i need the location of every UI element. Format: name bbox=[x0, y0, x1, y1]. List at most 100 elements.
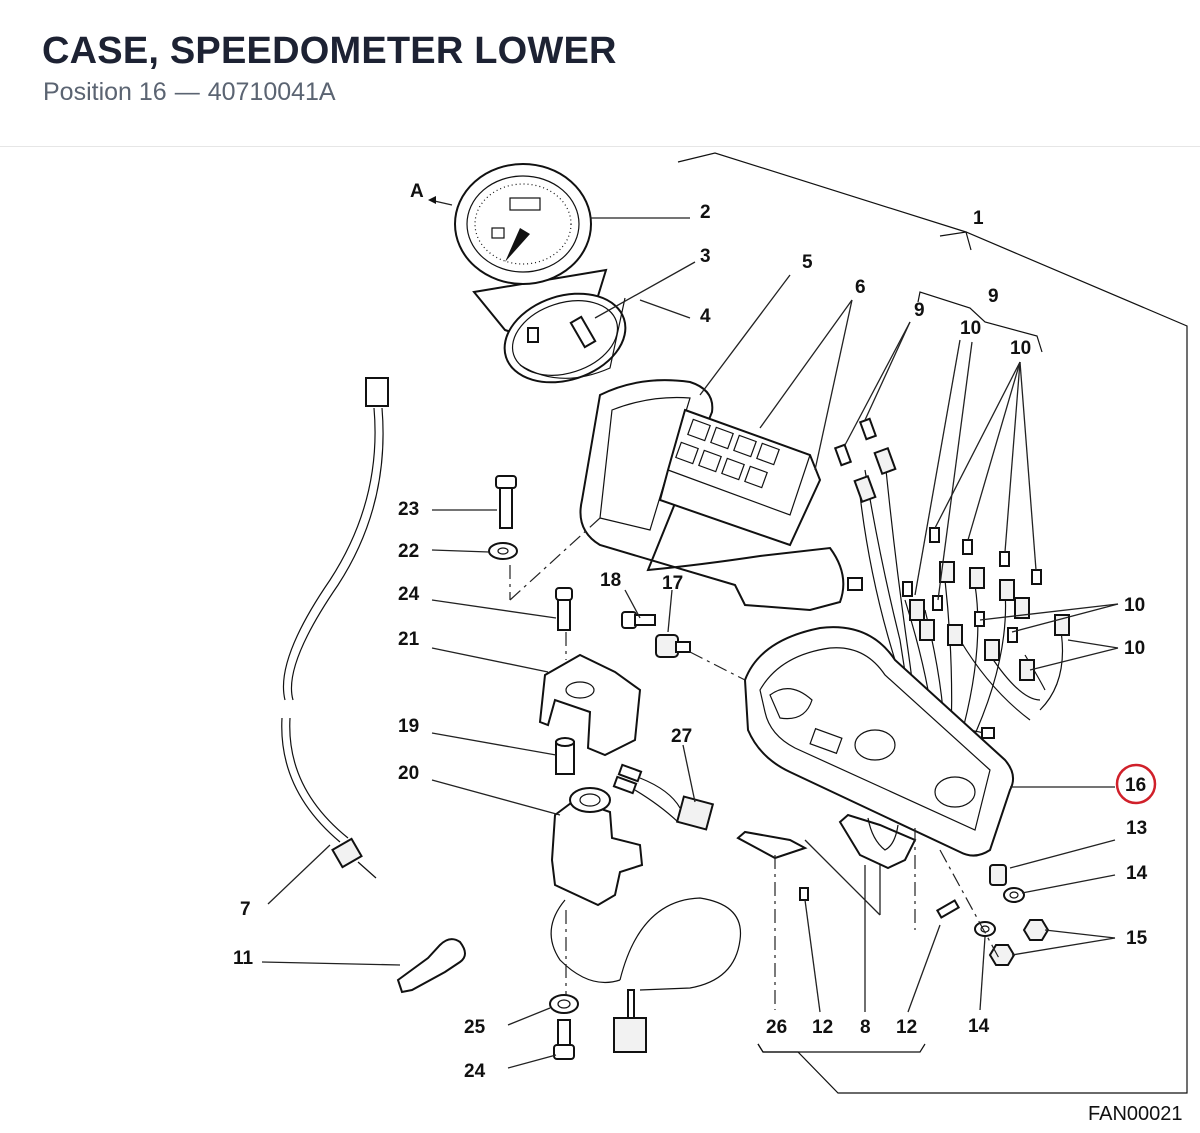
screw-18-and-bushing-17 bbox=[621, 611, 691, 658]
leader-line bbox=[1011, 937, 1116, 956]
leader-line bbox=[814, 299, 853, 471]
callout-12b: 12 bbox=[896, 1017, 917, 1038]
screw-24-bottom-and-washer-25 bbox=[549, 994, 579, 1060]
arrow-head-icon bbox=[428, 196, 436, 204]
ignition-key bbox=[396, 938, 466, 994]
leader-line bbox=[1021, 874, 1116, 894]
leader-line bbox=[1029, 647, 1119, 671]
leader-line bbox=[979, 603, 1119, 621]
callout-12a: 12 bbox=[812, 1017, 833, 1038]
screw-23 bbox=[488, 475, 518, 560]
callout-6: 6 bbox=[855, 277, 866, 298]
callout-25: 25 bbox=[464, 1017, 486, 1038]
diagram-code: FAN00021 bbox=[1088, 1103, 1183, 1125]
callout-5: 5 bbox=[802, 252, 813, 273]
warning-light-panel bbox=[658, 408, 822, 547]
leader-line bbox=[1044, 929, 1116, 939]
fasteners-right bbox=[974, 864, 1050, 966]
leader-line bbox=[682, 744, 696, 803]
dash-line bbox=[689, 651, 746, 681]
leader-line bbox=[1009, 839, 1116, 869]
subtitle-separator: — bbox=[174, 78, 200, 106]
callout-15: 15 bbox=[1126, 928, 1148, 949]
callout-22: 22 bbox=[398, 541, 419, 562]
leader-line bbox=[431, 732, 557, 756]
leader-line bbox=[431, 549, 490, 553]
leader-line bbox=[1004, 361, 1021, 553]
leader-line bbox=[1011, 603, 1119, 633]
speedometer-cable bbox=[281, 377, 389, 879]
callout-10b: 10 bbox=[1010, 338, 1031, 359]
leader-line bbox=[699, 274, 791, 396]
leader-line bbox=[937, 341, 973, 601]
callout-24a: 24 bbox=[398, 584, 420, 605]
view-marker-a: A bbox=[410, 181, 424, 202]
lower-case bbox=[743, 626, 1015, 857]
callout-18: 18 bbox=[600, 570, 621, 591]
callout-10c: 10 bbox=[1124, 595, 1145, 616]
leader-line bbox=[804, 839, 881, 916]
callout-8: 8 bbox=[860, 1017, 871, 1038]
callout-19: 19 bbox=[398, 716, 419, 737]
leader-line bbox=[1019, 361, 1037, 571]
leader-line bbox=[844, 321, 911, 446]
callout-26: 26 bbox=[766, 1017, 787, 1038]
callout-2: 2 bbox=[700, 202, 711, 223]
screw-24-top bbox=[555, 587, 573, 631]
connector-27 bbox=[612, 763, 715, 831]
callout-16: 16 bbox=[1125, 775, 1146, 796]
callout-9a: 9 bbox=[914, 300, 925, 321]
callout-4: 4 bbox=[700, 306, 711, 327]
leader-line bbox=[667, 589, 673, 633]
callout-9b: 9 bbox=[988, 286, 999, 307]
ignition-switch-20 bbox=[550, 787, 742, 1053]
callout-23: 23 bbox=[398, 499, 419, 520]
leader-line bbox=[1067, 639, 1119, 649]
callout-10d: 10 bbox=[1124, 638, 1145, 659]
leader-line bbox=[639, 299, 691, 319]
callout-7: 7 bbox=[240, 899, 251, 920]
callout-11: 11 bbox=[233, 948, 254, 969]
leader-line bbox=[804, 899, 821, 1013]
leader-line bbox=[507, 1007, 551, 1026]
highlighted-callout-ring bbox=[1115, 763, 1157, 805]
callout-27: 27 bbox=[671, 726, 692, 747]
position-label: Position 16 bbox=[43, 78, 167, 106]
leader-line bbox=[261, 961, 401, 966]
callout-10a: 10 bbox=[960, 318, 981, 339]
callout-20: 20 bbox=[398, 763, 419, 784]
dash-line bbox=[509, 517, 601, 601]
mount-bracket-21 bbox=[538, 653, 642, 757]
page-header: CASE, SPEEDOMETER LOWER Position 16—4071… bbox=[0, 0, 1200, 147]
leader-line bbox=[431, 599, 557, 619]
spacer-19 bbox=[555, 737, 575, 775]
leader-line bbox=[934, 361, 1021, 529]
callout-3: 3 bbox=[700, 246, 711, 267]
page-subtitle: Position 16—40710041A bbox=[43, 78, 336, 107]
callout-24b: 24 bbox=[464, 1061, 486, 1082]
leader-line bbox=[907, 924, 941, 1013]
bracket-assembly bbox=[736, 813, 961, 919]
speedometer-gauge bbox=[454, 163, 627, 384]
callout-13: 13 bbox=[1126, 818, 1147, 839]
callout-14a: 14 bbox=[1126, 863, 1148, 884]
leader-line bbox=[967, 361, 1021, 541]
callout-17: 17 bbox=[662, 573, 683, 594]
leader-line bbox=[759, 299, 853, 429]
leader-line bbox=[431, 779, 561, 816]
callout-1: 1 bbox=[973, 208, 984, 229]
leader-line bbox=[914, 339, 961, 596]
callout-14b: 14 bbox=[968, 1016, 990, 1037]
part-number: 40710041A bbox=[207, 78, 336, 106]
dash-line bbox=[939, 849, 1001, 961]
assembly-outline bbox=[677, 152, 1188, 1094]
page-title: CASE, SPEEDOMETER LOWER bbox=[42, 30, 617, 72]
leader-line bbox=[431, 647, 549, 673]
leader-line bbox=[864, 321, 911, 421]
leader-line bbox=[979, 936, 986, 1011]
leader-line bbox=[624, 589, 641, 619]
leader-line bbox=[507, 1054, 557, 1069]
callout-21: 21 bbox=[398, 629, 420, 650]
leader-line bbox=[594, 261, 696, 319]
